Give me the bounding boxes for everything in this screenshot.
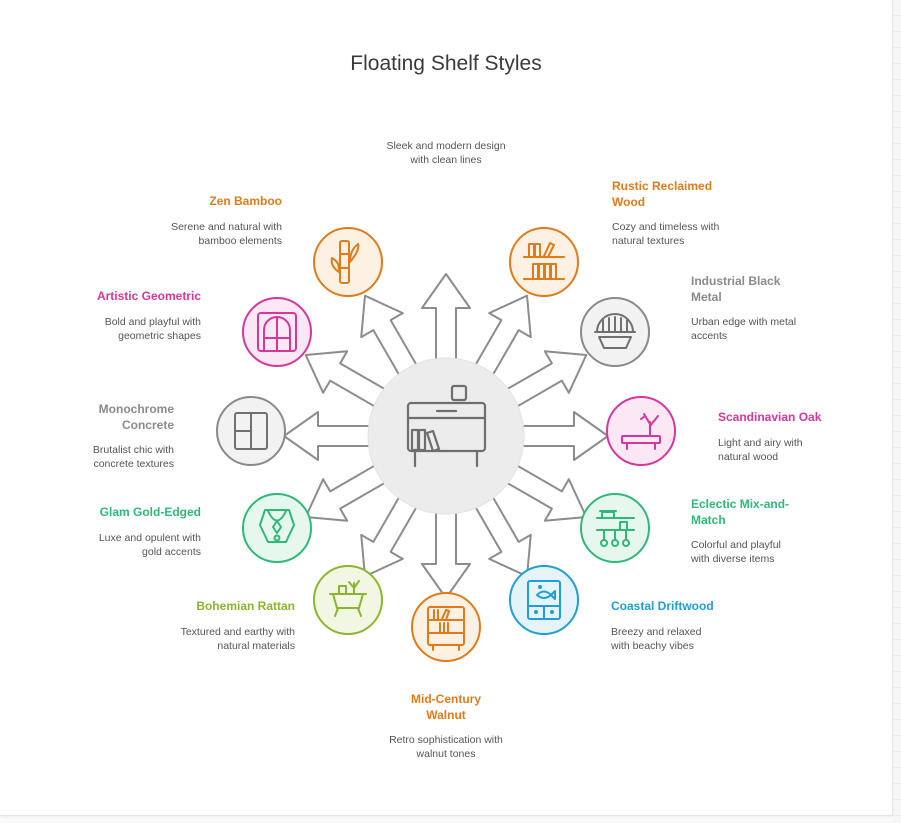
center-hub bbox=[367, 357, 525, 515]
bohemian-rattan-description: Textured and earthy with natural materia… bbox=[180, 626, 295, 652]
scandinavian-oak-heading: Scandinavian Oak bbox=[718, 410, 822, 424]
bohemian-rattan-node bbox=[313, 565, 383, 635]
zen-bamboo-description: Serene and natural with bamboo elements bbox=[171, 221, 282, 247]
metal-rack-icon bbox=[594, 313, 636, 349]
coastal-driftwood-node bbox=[509, 565, 579, 635]
rattan-planter-icon bbox=[329, 580, 367, 617]
shelf-utensils-icon bbox=[596, 510, 635, 547]
scandinavian-oak-description: Light and airy with natural wood bbox=[718, 437, 803, 463]
mid-century-walnut-node bbox=[411, 592, 481, 662]
scandinavian-oak-node bbox=[606, 396, 676, 466]
background-edge bbox=[893, 0, 901, 823]
industrial-black-metal-node bbox=[580, 297, 650, 367]
geometric-window-icon bbox=[257, 312, 297, 352]
bohemian-rattan-heading: Bohemian Rattan bbox=[196, 599, 295, 613]
fish-cabinet-icon bbox=[527, 580, 561, 620]
eclectic-mix-and-match-node bbox=[580, 493, 650, 563]
zen-bamboo-heading: Zen Bamboo bbox=[209, 194, 282, 208]
coastal-driftwood-description: Breezy and relaxed with beachy vibes bbox=[611, 626, 702, 652]
oak-branch-icon bbox=[621, 413, 661, 450]
artistic-geometric-heading: Artistic Geometric bbox=[96, 289, 201, 303]
monochrome-concrete-heading: Monochrome Concrete bbox=[98, 402, 174, 432]
glam-gold-edged-description: Luxe and opulent with gold accents bbox=[98, 532, 201, 558]
bookshelf-icon bbox=[523, 242, 565, 280]
rustic-reclaimed-wood-description: Cozy and timeless with natural textures bbox=[612, 221, 720, 247]
necklace-icon bbox=[259, 509, 295, 543]
mid-century-walnut-description: Retro sophistication with walnut tones bbox=[389, 734, 503, 760]
eclectic-mix-and-match-heading: Eclectic Mix-and-Match bbox=[691, 497, 790, 527]
glam-gold-edged-node bbox=[242, 493, 312, 563]
coastal-driftwood-heading: Coastal Driftwood bbox=[611, 599, 714, 613]
walnut-bookcase-icon bbox=[427, 606, 465, 651]
mid-century-walnut-heading: Mid-Century Walnut bbox=[411, 692, 481, 722]
monochrome-concrete-description: Brutalist chic with concrete textures bbox=[92, 444, 174, 470]
eclectic-mix-and-match-description: Colorful and playful with diverse items bbox=[691, 539, 781, 565]
artistic-geometric-description: Bold and playful with geometric shapes bbox=[104, 316, 201, 342]
artistic-geometric-node bbox=[242, 297, 312, 367]
glam-gold-edged-heading: Glam Gold-Edged bbox=[99, 505, 201, 519]
monochrome-concrete-node bbox=[216, 396, 286, 466]
rustic-reclaimed-wood-node bbox=[509, 227, 579, 297]
floating-shelf-icon bbox=[406, 384, 487, 468]
bamboo-icon bbox=[330, 240, 360, 284]
industrial-black-metal-description: Urban edge with metal accents bbox=[691, 316, 797, 342]
rustic-reclaimed-wood-heading: Rustic Reclaimed Wood bbox=[612, 179, 713, 209]
industrial-black-metal-heading: Industrial Black Metal bbox=[691, 274, 781, 304]
zen-bamboo-node bbox=[313, 227, 383, 297]
page-title: Floating Shelf Styles bbox=[350, 52, 542, 75]
center-description: Sleek and modern design with clean lines bbox=[386, 140, 506, 166]
concrete-window-icon bbox=[234, 412, 268, 450]
